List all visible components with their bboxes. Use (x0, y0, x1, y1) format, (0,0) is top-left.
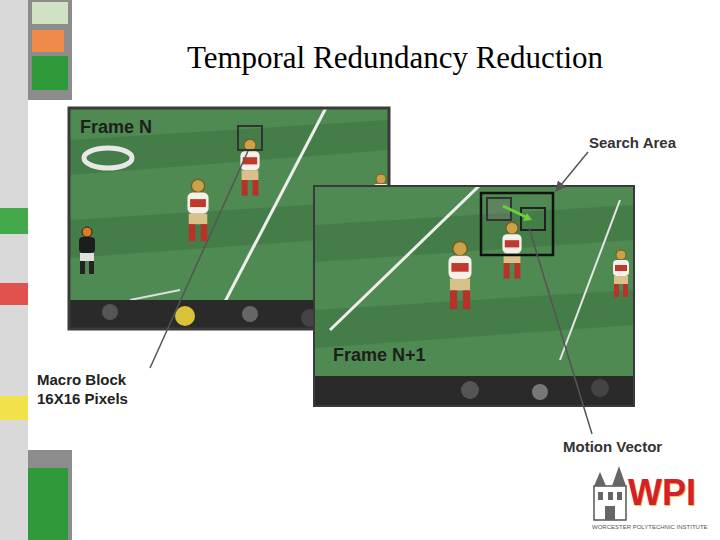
logo-building (617, 492, 622, 500)
logo-building (598, 492, 603, 500)
logo-building (594, 486, 626, 520)
logo-building (594, 472, 606, 486)
player (502, 222, 521, 278)
slide-decoration (0, 0, 72, 540)
search-area-box (481, 193, 553, 255)
color-block (28, 468, 68, 540)
motion-vector-arrow (503, 206, 528, 218)
leader-line (556, 152, 588, 191)
color-block (32, 30, 64, 52)
side-stripe (0, 0, 28, 540)
crowd (461, 381, 479, 399)
color-block (0, 208, 28, 234)
field-stripe (315, 205, 633, 262)
yard-line (205, 109, 330, 328)
logo-building (612, 466, 626, 486)
frame-label: Frame N (80, 117, 152, 138)
field (315, 187, 633, 405)
crowd (591, 379, 609, 397)
matched-block (521, 208, 545, 230)
player (187, 179, 208, 241)
logo-text: WPI (628, 472, 696, 513)
frame-label: Frame N+1 (333, 345, 426, 366)
frame-panel: Frame N+1 (315, 187, 633, 405)
leader-line (529, 228, 592, 434)
player (240, 139, 259, 195)
motion-vector-arrow (523, 213, 532, 221)
player (79, 227, 95, 274)
yard-line (560, 200, 620, 360)
crowd (532, 384, 548, 400)
leader-line (150, 151, 248, 368)
frame-border (314, 186, 634, 406)
slide-title: Temporal Redundancy Reduction (70, 40, 720, 76)
logo-subtext: WORCESTER POLYTECHNIC INSTITUTE (592, 524, 708, 531)
callout-label: Search Area (589, 134, 676, 151)
player (448, 241, 471, 309)
logo-building (608, 492, 613, 500)
color-block (32, 2, 68, 24)
callout-label: Macro Block 16X16 Pixels (37, 371, 149, 409)
yard-line (330, 187, 480, 330)
crowd (102, 304, 118, 320)
color-block (0, 396, 28, 420)
callout-label: Motion Vector (563, 438, 662, 455)
logo-building (594, 466, 626, 520)
crowd (175, 306, 195, 326)
crowd (315, 376, 633, 405)
side-stripe (28, 0, 72, 100)
logo-building (605, 506, 615, 520)
side-stripe (28, 450, 72, 540)
frame-photo (315, 187, 633, 405)
frame-panel: Frame N (70, 109, 388, 328)
color-block (32, 56, 68, 90)
field-marking (84, 148, 132, 168)
player (613, 250, 629, 297)
macro-block (238, 126, 262, 150)
yard-line (130, 290, 180, 300)
crowd (242, 306, 258, 322)
color-block (0, 283, 28, 305)
